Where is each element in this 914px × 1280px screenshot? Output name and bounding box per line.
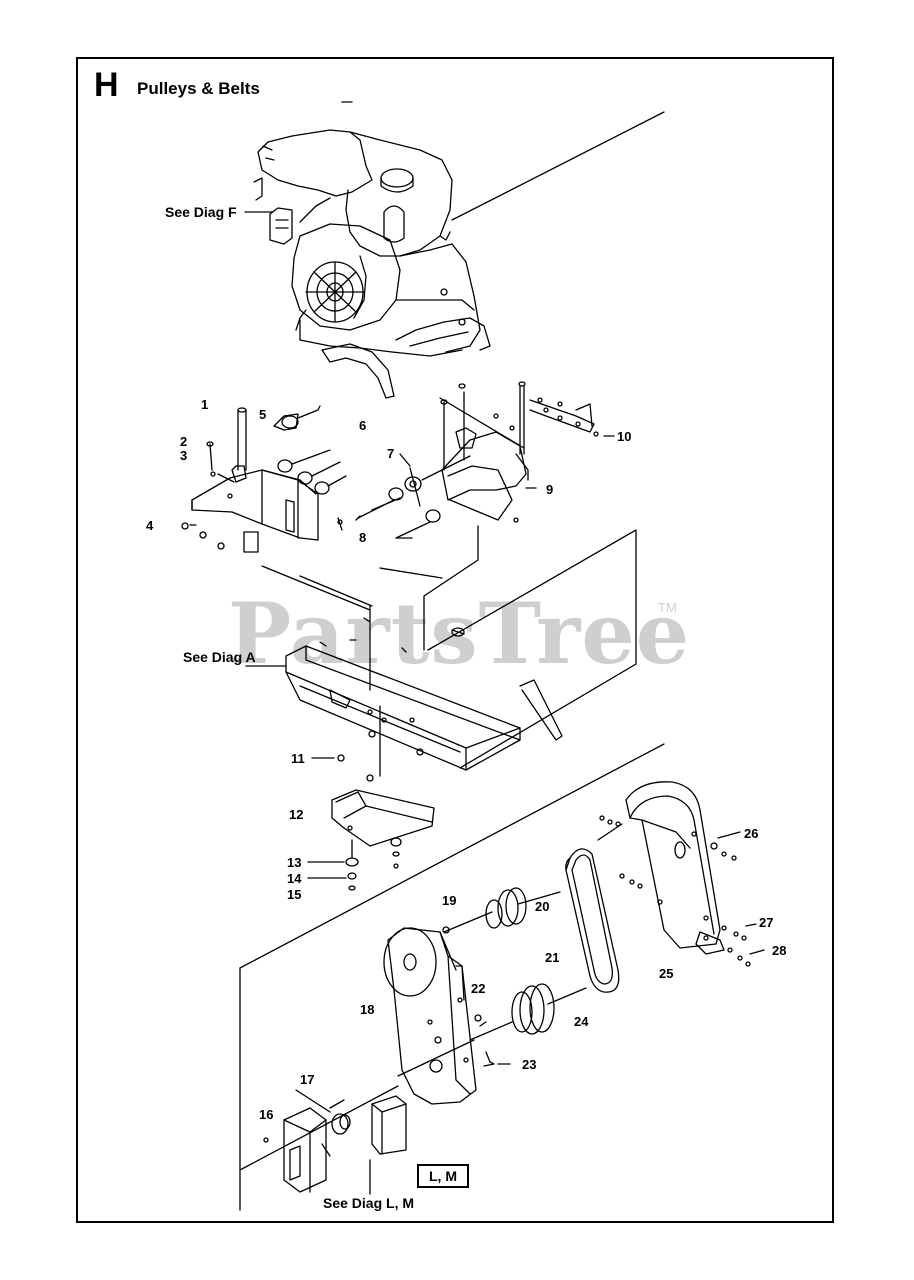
part-label-19: 19: [442, 893, 457, 908]
part-label-10: 10: [617, 429, 632, 444]
part-label-17: 17: [300, 1072, 315, 1087]
part-label-21: 21: [545, 950, 560, 965]
part-label-14: 14: [287, 871, 302, 886]
part-label-26: 26: [744, 826, 759, 841]
part-label-3: 3: [180, 448, 188, 463]
part-label-8: 8: [359, 530, 367, 545]
part-label-5: 5: [259, 407, 267, 422]
part-label-27: 27: [759, 915, 774, 930]
section-letter: H: [94, 66, 119, 104]
engine-assembly: [253, 101, 491, 399]
part-label-6: 6: [359, 418, 367, 433]
lm-reference-box: L, M: [417, 1164, 469, 1188]
see-diag-f-label: See Diag F: [165, 204, 237, 220]
left-bracket: [181, 407, 319, 553]
part-label-20: 20: [535, 899, 550, 914]
drive-belt: [565, 848, 620, 993]
right-bracket: [409, 381, 599, 521]
skid-plate: [331, 754, 435, 891]
section-title: Pulleys & Belts: [137, 79, 260, 98]
part-label-24: 24: [574, 1014, 589, 1029]
part-label-18: 18: [360, 1002, 375, 1017]
part-label-22: 22: [471, 981, 486, 996]
see-diag-lm-label: See Diag L, M: [323, 1195, 415, 1211]
part-label-12: 12: [289, 807, 304, 822]
part-label-23: 23: [522, 1057, 537, 1072]
part-label-4: 4: [146, 518, 154, 533]
part-label-15: 15: [287, 887, 302, 902]
part-label-16: 16: [259, 1107, 274, 1122]
diagram-frame: [76, 57, 834, 1223]
part-label-28: 28: [772, 943, 787, 958]
see-diag-a-label: See Diag A: [183, 649, 256, 665]
lower-bracket: [263, 1095, 407, 1193]
part-label-9: 9: [546, 482, 554, 497]
part-label-13: 13: [287, 855, 302, 870]
part-label-7: 7: [387, 446, 395, 461]
belt-guard: [625, 781, 725, 955]
part-label-2: 2: [180, 434, 188, 449]
part-label-1: 1: [201, 397, 209, 412]
part-label-11: 11: [291, 751, 305, 766]
watermark-text: PartsTree: [228, 584, 691, 683]
watermark-tm: TM: [658, 600, 677, 615]
part-label-25: 25: [659, 966, 674, 981]
pulley-housing: [383, 927, 477, 1105]
